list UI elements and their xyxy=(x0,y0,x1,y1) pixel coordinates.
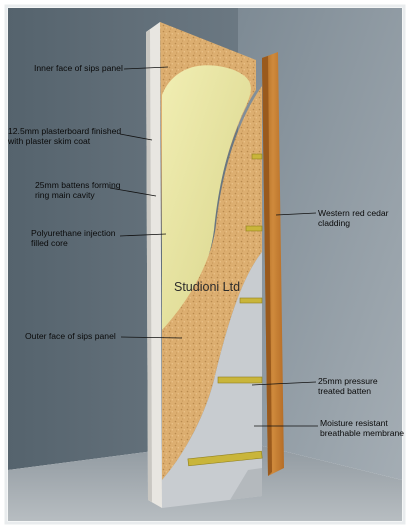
label-pressure-batten-line1: 25mm pressure xyxy=(318,376,378,386)
membrane xyxy=(162,252,262,508)
label-membrane-line1: Moisture resistant xyxy=(320,418,388,428)
label-core: Polyurethane injection filled core xyxy=(31,228,141,248)
watermark: Studioni Ltd xyxy=(174,280,241,294)
label-cedar-line1: Western red cedar xyxy=(318,208,389,218)
label-cedar: Western red cedar cladding xyxy=(318,208,406,228)
label-membrane: Moisture resistant breathable membrane xyxy=(320,418,408,438)
label-plasterboard: 12.5mm plasterboard finished with plaste… xyxy=(8,126,138,146)
membrane-shade xyxy=(230,468,262,500)
label-pressure-batten-line2: treated batten xyxy=(318,386,372,396)
label-plasterboard-line2: with plaster skim coat xyxy=(8,136,91,146)
label-outer-face: Outer face of sips panel xyxy=(25,331,116,341)
label-membrane-line2: breathable membrane xyxy=(320,428,405,438)
label-battens-line1: 25mm battens forming xyxy=(35,180,121,190)
plasterboard-edge-shadow xyxy=(146,30,152,502)
cedar-cladding-edge xyxy=(262,56,272,476)
outer-osb-face xyxy=(162,86,262,480)
label-plasterboard-line1: 12.5mm plasterboard finished xyxy=(8,126,122,136)
label-pressure-batten: 25mm pressure treated batten xyxy=(318,376,406,396)
label-inner-face: Inner face of sips panel xyxy=(34,63,123,73)
label-core-line2: filled core xyxy=(31,238,68,248)
label-battens: 25mm battens forming ring main cavity xyxy=(35,180,145,200)
battens xyxy=(187,153,263,467)
label-cedar-line2: cladding xyxy=(318,218,351,228)
foam-core xyxy=(162,65,251,330)
leader-lines xyxy=(109,66,318,427)
label-battens-line2: ring main cavity xyxy=(35,190,95,200)
label-core-line1: Polyurethane injection xyxy=(31,228,116,238)
